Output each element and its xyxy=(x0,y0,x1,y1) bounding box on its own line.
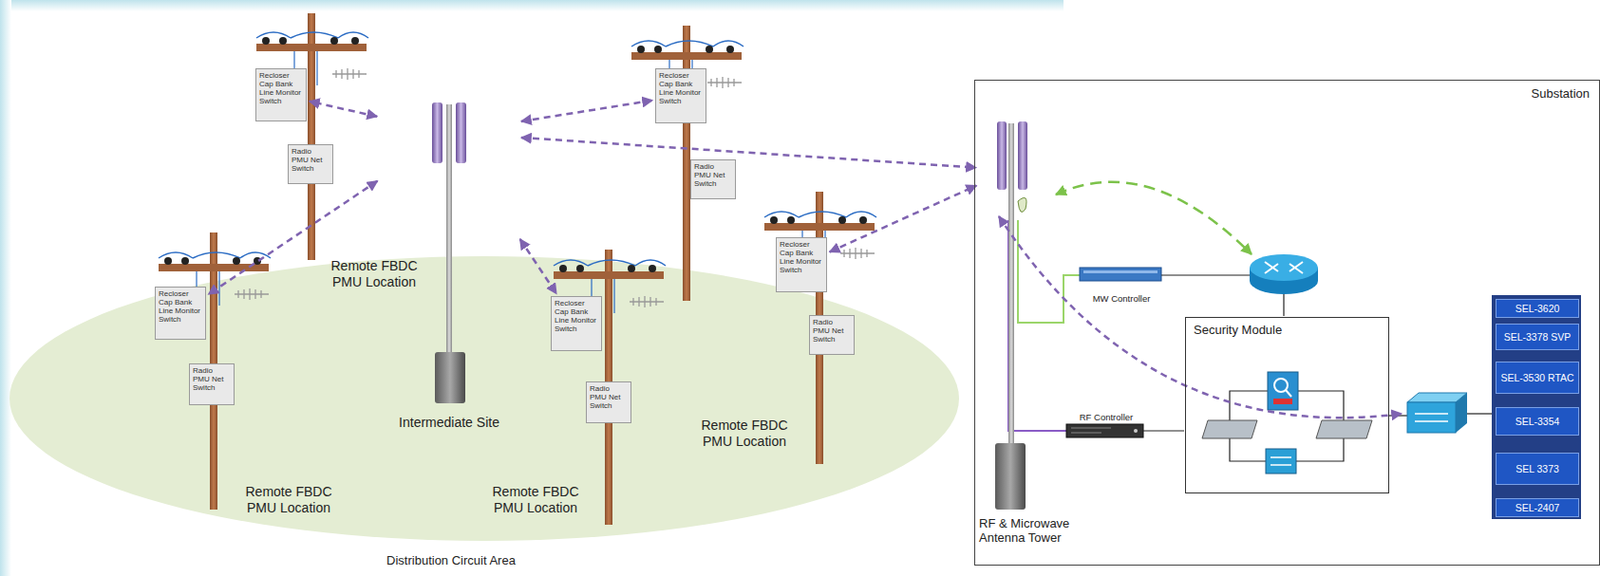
node-text: RF & Microwave Antenna Tower xyxy=(978,516,1098,546)
node-text: Radio PMU Net Switch xyxy=(192,367,231,394)
node-text: SEL-3530 RTAC xyxy=(1500,372,1574,384)
mw-controller: MW Controller xyxy=(1073,265,1169,306)
substation-ground xyxy=(974,79,1600,566)
node-text: SEL-3354 xyxy=(1515,415,1561,428)
node-text: Radio PMU Net Switch xyxy=(694,163,733,189)
node-text: SEL-3620 xyxy=(1515,302,1561,315)
substation-box: Substation RF & Microwave Antenna Tower MW… xyxy=(974,79,1600,566)
sel-device: SEL-3378 SVP xyxy=(1495,323,1580,351)
area-label: Remote FBDC PMU Location xyxy=(479,484,592,517)
security-module: Security Module xyxy=(1185,317,1390,494)
rf-controller: RF Controller xyxy=(1060,412,1152,443)
node-text: Recloser Cap Bank Line Monitor Switch xyxy=(554,300,599,335)
slide-band xyxy=(0,0,12,576)
device-box: Recloser Cap Bank Line Monitor Switch xyxy=(775,237,828,293)
sel-rack xyxy=(1491,295,1582,520)
microwave-link-arrow xyxy=(1055,182,1252,255)
radio-box: Radio PMU Net Switch xyxy=(809,315,855,356)
node-text: Radio PMU Net Switch xyxy=(291,148,330,174)
radio-box: Radio PMU Net Switch xyxy=(287,144,334,185)
utility-pole xyxy=(158,13,877,526)
rf-controller-device xyxy=(1066,424,1144,438)
node-text: SEL-3378 SVP xyxy=(1504,331,1572,343)
radio-link-arrow xyxy=(829,186,978,253)
node-text: Recloser Cap Bank Line Monitor Switch xyxy=(259,72,303,107)
radio-box: Radio PMU Net Switch xyxy=(188,363,235,406)
node-text: SEL 3373 xyxy=(1515,463,1560,475)
router-icon xyxy=(1249,254,1318,295)
sel-device: SEL 3373 xyxy=(1495,452,1580,486)
radio-link-arrow xyxy=(309,101,377,117)
node-text: Radio PMU Net Switch xyxy=(812,319,851,345)
node-text: Security Module xyxy=(1193,322,1381,338)
area-label: Remote FBDC PMU Location xyxy=(318,258,431,291)
device-box: Recloser Cap Bank Line Monitor Switch xyxy=(550,296,603,352)
sel-device: SEL-2407 xyxy=(1495,498,1580,518)
slide-band xyxy=(0,0,1064,12)
security-icons xyxy=(1202,372,1373,474)
switch-icon xyxy=(1407,393,1468,433)
node-text: Intermediate Site xyxy=(398,414,500,431)
node-text: Recloser Cap Bank Line Monitor Switch xyxy=(158,290,203,325)
radio-box: Radio PMU Net Switch xyxy=(690,159,736,200)
node-text: Radio PMU Net Switch xyxy=(589,385,628,412)
device-box: Recloser Cap Bank Line Monitor Switch xyxy=(655,68,707,124)
radio-box: Radio PMU Net Switch xyxy=(585,381,632,424)
node-text: SEL-2407 xyxy=(1515,502,1561,514)
node-text: MW Controller xyxy=(1092,293,1151,304)
area-label: Remote FBDC PMU Location xyxy=(232,484,345,517)
device-box: Recloser Cap Bank Line Monitor Switch xyxy=(255,68,307,122)
sel-device: SEL-3620 xyxy=(1495,299,1580,319)
mw-controller-device xyxy=(1079,267,1162,282)
device-box: Recloser Cap Bank Line Monitor Switch xyxy=(154,286,207,340)
sel-device: SEL-3354 xyxy=(1495,407,1580,436)
radio-link-arrow xyxy=(521,100,653,122)
node-text: Recloser Cap Bank Line Monitor Switch xyxy=(658,72,703,107)
sel-device: SEL-3530 RTAC xyxy=(1495,361,1580,395)
node-text: RF Controller xyxy=(1079,412,1134,423)
radio-link-arrow xyxy=(520,239,557,295)
radio-link-arrow xyxy=(521,137,977,169)
node-text: Substation xyxy=(1531,86,1590,101)
node-text: Recloser Cap Bank Line Monitor Switch xyxy=(779,241,824,276)
intermediate-antenna xyxy=(432,102,467,404)
antenna-tower xyxy=(995,121,1080,510)
area-label: Distribution Circuit Area xyxy=(375,553,528,569)
network-wire xyxy=(1143,275,1492,462)
area-label: Remote FBDC PMU Location xyxy=(688,417,801,451)
antenna-tower: RF & Microwave Antenna Tower xyxy=(978,112,1098,550)
